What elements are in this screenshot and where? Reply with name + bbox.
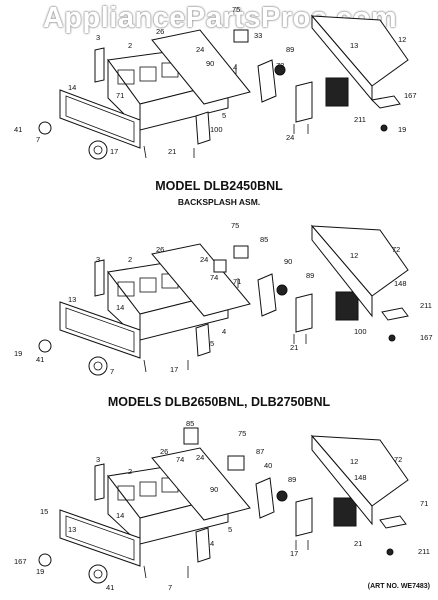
part-number-label: 13 (350, 41, 358, 50)
part-number-label: 19 (14, 349, 22, 358)
part-number-label: 90 (210, 485, 218, 494)
part-number-label: 89 (286, 45, 294, 54)
part-number-label: 148 (394, 279, 407, 288)
part-number-label: 7 (36, 135, 40, 144)
section-1-subtitle: BACKSPLASH ASM. (177, 197, 261, 207)
part-number-label: 71 (420, 499, 428, 508)
part-number-label: 14 (68, 83, 76, 92)
part-number-label: 75 (231, 221, 239, 230)
part-number-label: 167 (404, 91, 417, 100)
art-number: (ART NO. WE7483) (367, 583, 430, 590)
part-number-label: 71 (233, 277, 241, 286)
part-number-label: 71 (116, 91, 124, 100)
part-number-label: 100 (354, 327, 367, 336)
part-number-label: 72 (276, 61, 284, 70)
section-1-drawing (38, 14, 409, 160)
section-1-title: MODEL DLB2450BNL (155, 179, 283, 193)
part-number-label: 167 (14, 557, 27, 566)
part-number-label: 5 (210, 339, 214, 348)
part-number-label: 89 (306, 271, 314, 280)
part-number-label: 24 (286, 133, 294, 142)
part-number-label: 2 (128, 41, 132, 50)
part-number-label: 89 (288, 475, 296, 484)
part-number-label: 14 (116, 303, 124, 312)
part-number-label: 26 (156, 27, 164, 36)
part-number-label: 12 (398, 35, 406, 44)
part-number-label: 13 (68, 525, 76, 534)
section-2-drawing (38, 224, 409, 376)
part-number-label: 3 (96, 455, 100, 464)
part-number-label: 5 (228, 525, 232, 534)
part-number-label: 41 (36, 355, 44, 364)
part-number-label: 100 (210, 125, 223, 134)
part-number-label: 75 (238, 429, 246, 438)
part-number-label: 90 (284, 257, 292, 266)
part-number-label: 167 (420, 333, 433, 342)
part-number-label: 40 (264, 461, 272, 470)
part-number-label: 85 (186, 419, 194, 428)
part-number-label: 90 (206, 59, 214, 68)
part-number-label: 14 (116, 511, 124, 520)
part-number-label: 3 (96, 33, 100, 42)
part-number-label: 7 (168, 583, 172, 592)
part-number-label: 24 (196, 45, 204, 54)
part-number-label: 12 (350, 457, 358, 466)
part-number-label: 72 (392, 245, 400, 254)
part-number-label: 4 (233, 63, 237, 72)
part-number-label: 24 (196, 453, 204, 462)
section-2-title: MODELS DLB2650BNL, DLB2750BNL (107, 395, 331, 409)
part-number-label: 26 (160, 447, 168, 456)
part-number-label: 26 (156, 245, 164, 254)
part-number-label: 74 (210, 273, 218, 282)
part-number-label: 24 (200, 255, 208, 264)
part-number-label: 13 (68, 295, 76, 304)
part-number-label: 75 (232, 5, 240, 14)
part-number-label: 21 (168, 147, 176, 156)
part-number-label: 21 (290, 343, 298, 352)
part-number-label: 72 (394, 455, 402, 464)
part-number-label: 211 (418, 547, 430, 556)
part-number-label: 211 (354, 115, 366, 124)
part-number-label: 85 (260, 235, 268, 244)
part-number-label: 19 (398, 125, 406, 134)
part-number-label: 211 (420, 301, 432, 310)
part-number-label: 87 (256, 447, 264, 456)
part-number-label: 17 (110, 147, 118, 156)
part-number-label: 19 (36, 567, 44, 576)
part-number-label: 17 (170, 365, 178, 374)
part-number-label: 4 (210, 539, 214, 548)
part-number-label: 74 (176, 455, 184, 464)
part-number-label: 33 (254, 31, 262, 40)
part-number-label: 4 (222, 327, 226, 336)
part-number-label: 3 (96, 255, 100, 264)
part-number-label: 5 (222, 111, 226, 120)
part-number-label: 2 (128, 255, 132, 264)
part-number-label: 41 (106, 583, 114, 592)
part-number-label: 17 (290, 549, 298, 558)
section-3-drawing (38, 427, 409, 584)
part-number-label: 12 (350, 251, 358, 260)
part-number-label: 7 (110, 367, 114, 376)
part-number-label: 148 (354, 473, 367, 482)
part-callouts: 7533262324908972121314714510021116719417… (14, 5, 433, 592)
part-number-label: 2 (128, 467, 132, 476)
part-number-label: 15 (40, 507, 48, 516)
part-number-label: 41 (14, 125, 22, 134)
part-number-label: 21 (354, 539, 362, 548)
